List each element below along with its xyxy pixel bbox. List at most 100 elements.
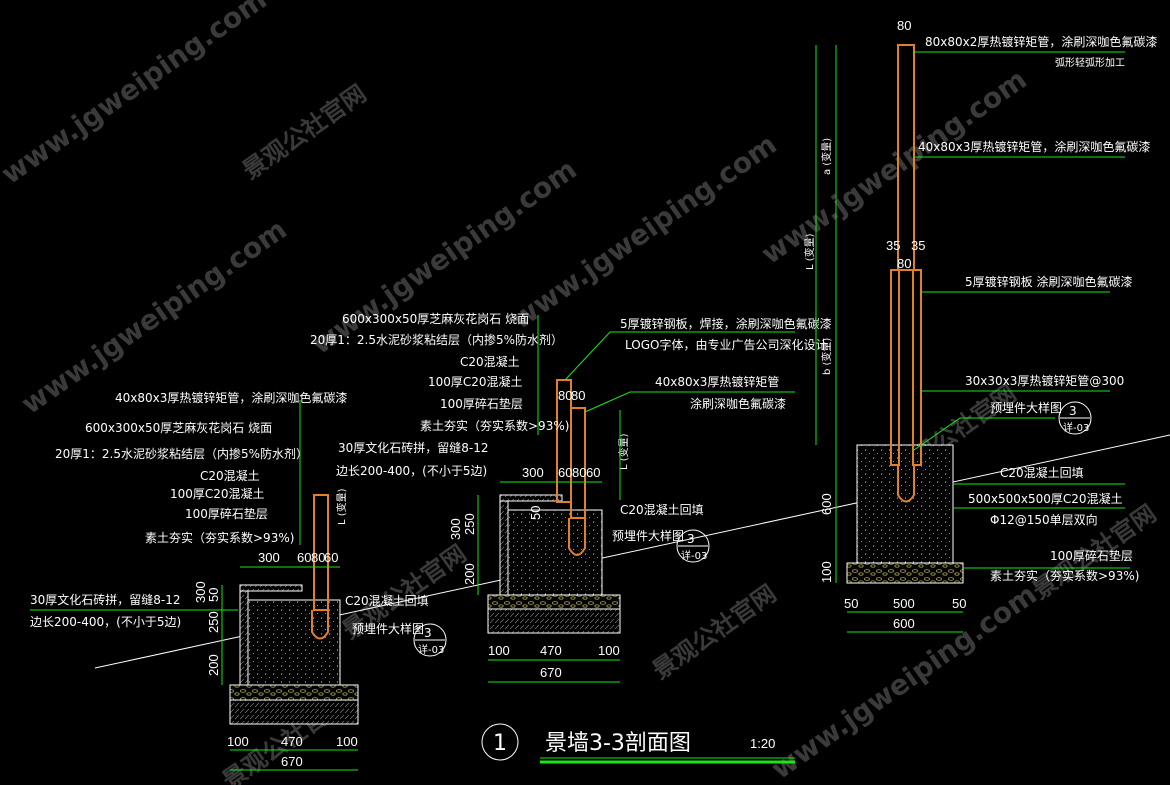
- label: 100厚碎石垫层: [185, 506, 268, 521]
- label: Φ12@150单层双向: [990, 512, 1098, 527]
- dim-text: 80: [558, 388, 572, 403]
- title-number: 1: [493, 731, 507, 756]
- dim-text: 200: [462, 563, 477, 585]
- detail-sheet: 详-03: [681, 549, 707, 562]
- detail-number: 3: [1069, 404, 1077, 418]
- length-tag: L (变量): [803, 233, 816, 270]
- label: 20厚1：2.5水泥砂浆粘结层（内掺5%防水剂）: [55, 446, 308, 461]
- dim-line: [847, 611, 963, 633]
- gravel-layer: [846, 562, 964, 584]
- dim-text: 35: [911, 238, 925, 253]
- watermark-url: www.jgweiping.com: [15, 213, 293, 421]
- leader: [564, 331, 795, 413]
- label: 30厚文化石砖拼，留缝8-12: [338, 440, 489, 455]
- dim-text: 80: [897, 18, 911, 33]
- label: 100厚碎石垫层: [440, 396, 523, 411]
- length-tag: L (变量): [617, 433, 630, 470]
- dim-text: 50: [952, 596, 966, 611]
- right-labels: 80x80x2厚热镀锌矩管，涂刷深咖色氟碳漆 弧形轻弧形加工 40x80x3厚热…: [803, 34, 1157, 583]
- dim-line: [815, 45, 837, 445]
- label: C20混凝土: [200, 468, 260, 483]
- label: 80x80x2厚热镀锌矩管，涂刷深咖色氟碳漆: [925, 34, 1157, 49]
- dim-text: 80: [571, 388, 585, 403]
- label: 边长200-400，(不小于5边): [336, 464, 487, 478]
- detail-sheet: 详-03: [418, 643, 444, 656]
- dim-text: 50: [528, 506, 543, 520]
- label: 素土夯实（夯实系数>93%): [145, 530, 294, 545]
- culture-stone: [239, 589, 249, 686]
- label: 预埋件大样图: [352, 621, 424, 636]
- label: C20混凝土回填: [345, 593, 429, 608]
- embed-hook: [568, 518, 586, 556]
- concrete-footing: [856, 444, 954, 564]
- detail-number: 3: [687, 532, 695, 546]
- detail-callout: 3 详-03: [413, 623, 447, 657]
- watermark-url: www.jgweiping.com: [0, 0, 273, 191]
- title-scale: 1:20: [750, 736, 775, 751]
- concrete-footing: [507, 509, 603, 596]
- dim-text: 50: [206, 588, 221, 602]
- label: 30x30x3厚热镀锌矩管@300: [965, 373, 1124, 388]
- dim-text: 470: [540, 643, 562, 658]
- label: 边长200-400，(不小于5边): [30, 615, 181, 629]
- steel-tube-right: [912, 269, 922, 466]
- label: 40x80x3厚热镀锌矩管: [655, 374, 779, 389]
- dim-text: 200: [206, 654, 221, 676]
- left-dims: 300 60 80 60 50 250 300 200 100 470 100 …: [193, 550, 358, 771]
- dim-text: 600: [819, 493, 834, 515]
- dim-text: 80: [572, 465, 586, 480]
- dim-text: 300: [258, 550, 280, 565]
- gravel-layer: [229, 684, 359, 701]
- label: C20混凝土回填: [620, 502, 704, 517]
- steel-tube: [313, 494, 329, 611]
- label: 100厚C20混凝土: [428, 374, 523, 389]
- label: 40x80x3厚热镀锌矩管，涂刷深咖色氟碳漆: [918, 139, 1150, 154]
- label: 30厚文化石砖拼，留缝8-12: [30, 592, 181, 607]
- length-tag: b (变量): [820, 338, 833, 375]
- dim-text: 80: [311, 550, 325, 565]
- length-tag: L (变量): [335, 488, 348, 525]
- dim-text: 300: [448, 518, 463, 540]
- left-labels: 40x80x3厚热镀锌矩管，涂刷深咖色氟碳漆 600x300x50厚芝麻灰花岗石…: [30, 390, 429, 636]
- dim-text: 50: [844, 596, 858, 611]
- watermark-url: www.jgweiping.com: [305, 153, 583, 361]
- label: 涂刷深咖色氟碳漆: [690, 396, 786, 411]
- right-section: 80x80x2厚热镀锌矩管，涂刷深咖色氟碳漆 弧形轻弧形加工 40x80x3厚热…: [803, 18, 1157, 633]
- dim-text: 670: [281, 754, 303, 769]
- dim-text: 470: [281, 734, 303, 749]
- label: C20混凝土回填: [1000, 465, 1084, 480]
- culture-stone: [499, 499, 509, 596]
- label: 预埋件大样图: [990, 400, 1062, 415]
- dim-line: [488, 659, 620, 683]
- dim-text: 35: [886, 238, 900, 253]
- embed-hook: [311, 610, 329, 640]
- right-dims: 80 35 35 80 600 100 50 500 50 600: [815, 18, 966, 633]
- leader: [953, 483, 1130, 569]
- dim-text: 60: [558, 465, 572, 480]
- granite-cap: [499, 494, 563, 502]
- mid-dims: 80 80 300 60 80 60 50 250 300 200 100 47…: [448, 388, 620, 683]
- watermark-url: www.jgweiping.com: [505, 128, 783, 336]
- dim-text: 100: [488, 643, 510, 658]
- left-section: 40x80x3厚热镀锌矩管，涂刷深咖色氟碳漆 600x300x50厚芝麻灰花岗石…: [30, 390, 447, 771]
- label: 5厚镀锌钢板，焊接，涂刷深咖色氟碳漆: [620, 316, 832, 331]
- dim-text: 80: [897, 256, 911, 271]
- title-circle: [481, 723, 519, 761]
- granite-cap: [239, 584, 303, 592]
- mid-labels: 600x300x50厚芝麻灰花岗石 烧面 20厚1：2.5水泥砂浆粘结层（内掺5…: [310, 311, 832, 543]
- dim-text: 100: [819, 561, 834, 583]
- label: 素土夯实（夯实系数>93%): [990, 568, 1139, 583]
- embed-hook: [897, 465, 915, 503]
- title-text: 景墙3-3剖面图: [545, 731, 691, 756]
- soil-layer: [229, 699, 359, 725]
- dim-text: 100: [598, 643, 620, 658]
- watermark-cn: 景观公社官网: [647, 579, 781, 685]
- dim-text: 500: [893, 596, 915, 611]
- steel-tube-left: [890, 269, 900, 466]
- concrete-footing: [247, 599, 341, 686]
- label: C20混凝土: [460, 354, 520, 369]
- dim-text: 300: [193, 581, 208, 603]
- label: 素土夯实（夯实系数>93%): [420, 418, 569, 433]
- label: 40x80x3厚热镀锌矩管，涂刷深咖色氟碳漆: [115, 390, 347, 405]
